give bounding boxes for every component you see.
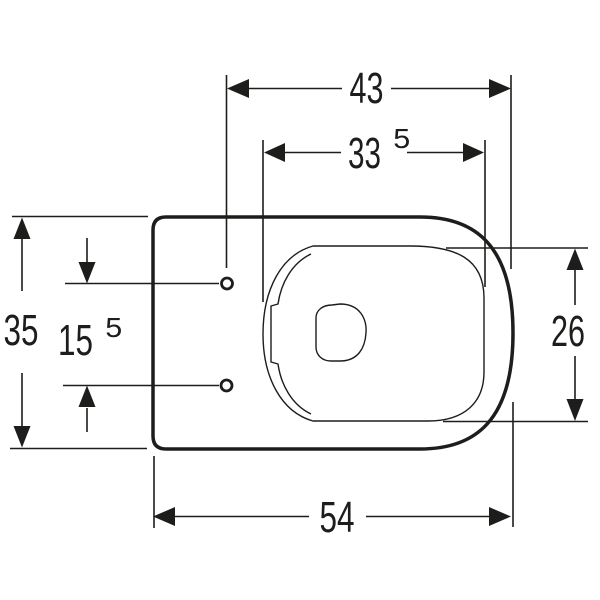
dimension-35	[10, 215, 148, 450]
dim-33-5-label-sup: 5	[393, 123, 410, 154]
fixing-hole-top	[220, 276, 234, 291]
dim-43-label: 43	[350, 64, 384, 113]
dim-43-arrows	[227, 79, 511, 98]
dimension-15-5	[63, 238, 219, 432]
dim-35-arrow-up-icon	[13, 217, 31, 239]
dimension-labels: 43 33 5 35 15 5 26 54	[4, 64, 586, 542]
dim-35-label: 35	[4, 306, 39, 355]
seat-rim-outline	[262, 245, 485, 422]
dim-15-5-label-main: 15	[58, 316, 93, 365]
bowl-crescent-tab	[270, 253, 312, 415]
dim-33-5-arrow-right-icon	[463, 143, 484, 162]
dimension-43	[225, 75, 512, 269]
dim-33-5-label: 33 5	[348, 123, 410, 178]
drawing-lines: 43 33 5 35 15 5 26 54	[4, 64, 588, 542]
dim-26-arrows	[566, 248, 584, 421]
dim-54-label: 54	[320, 493, 355, 542]
dim-26-label: 26	[551, 307, 585, 356]
dim-15-5-arrows	[78, 262, 96, 407]
dimension-33-5	[262, 140, 486, 302]
dim-43-arrow-left-icon	[227, 79, 249, 98]
fixing-hole-bottom	[219, 378, 234, 393]
dim-33-5-label-main: 33	[348, 129, 381, 178]
dim-15-5-label: 15 5	[58, 312, 122, 365]
dim-35-arrows	[13, 217, 31, 448]
dim-54-arrows	[153, 507, 511, 526]
dimension-26	[443, 247, 588, 423]
toilet-body-outline	[151, 215, 515, 451]
dim-54-arrow-right-icon	[489, 507, 511, 526]
flush-opening-outline	[315, 303, 367, 362]
dim-26-arrow-up-icon	[566, 248, 584, 270]
dim-33-5-arrows	[264, 143, 484, 162]
dim-35-arrow-down-icon	[13, 426, 31, 448]
dim-15-5-arrow-down-icon	[78, 262, 96, 284]
dim-54-arrow-left-icon	[153, 507, 175, 526]
dim-15-5-arrow-up-icon	[78, 385, 96, 407]
dimension-54	[153, 402, 514, 528]
dim-26-arrow-down-icon	[566, 399, 584, 421]
dim-43-arrow-right-icon	[489, 79, 511, 98]
dim-15-5-label-sup: 5	[105, 312, 122, 343]
dim-33-5-arrow-left-icon	[264, 143, 285, 162]
